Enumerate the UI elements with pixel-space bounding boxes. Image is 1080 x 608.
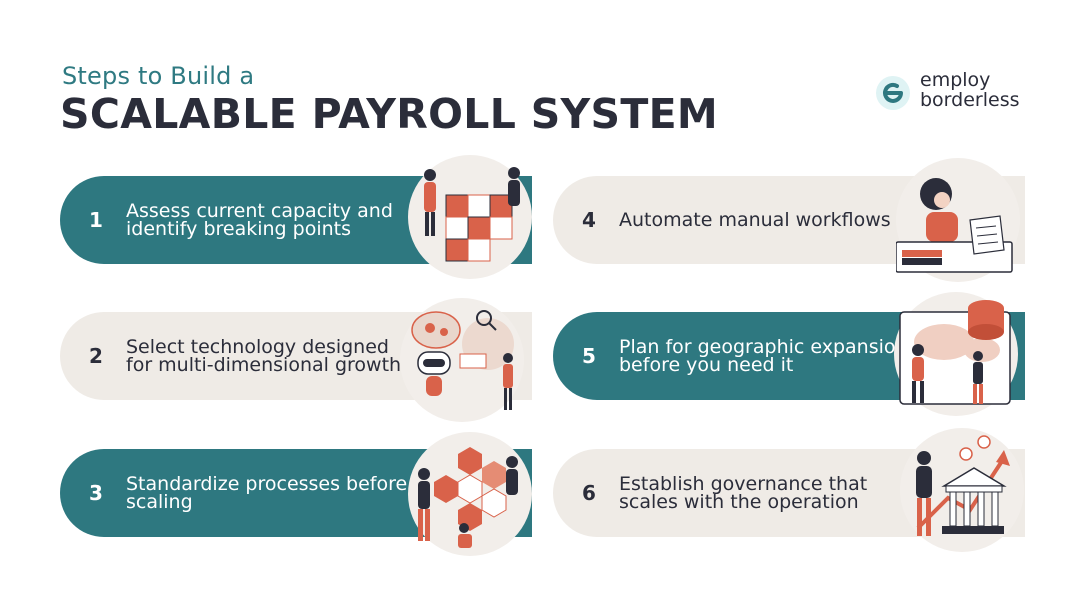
logo-line-1: employ [920, 69, 991, 91]
employ-borderless-logo-icon [876, 76, 910, 110]
robot-brain-illustration [400, 298, 524, 422]
woman-at-desk-illustration [896, 158, 1020, 282]
step-number: 4 [582, 208, 596, 232]
step-text: Automate manual workflows [619, 209, 891, 231]
step-text: Select technology designed for multi-dim… [126, 336, 402, 376]
hexagon-team-illustration [408, 432, 532, 556]
brand-logo: employ borderless [876, 70, 1046, 114]
cube-stacking-illustration [408, 155, 532, 279]
step-text: Standardize processes before scaling [126, 473, 408, 513]
step-number: 3 [89, 481, 103, 505]
step-text: Assess current capacity and identify bre… [126, 200, 393, 240]
step-number: 1 [89, 208, 103, 232]
logo-line-2: borderless [920, 89, 1020, 111]
map-presentation-illustration [894, 292, 1018, 416]
step-text: Plan for geographic expansion before you… [619, 336, 908, 376]
page-title: SCALABLE PAYROLL SYSTEM [60, 90, 719, 138]
header-subtitle: Steps to Build a [62, 62, 255, 90]
step-number: 6 [582, 481, 596, 505]
step-number: 2 [89, 344, 103, 368]
governance-building-illustration [900, 428, 1024, 552]
logo-text: employ borderless [920, 70, 1020, 110]
step-text: Establish governance that scales with th… [619, 473, 868, 513]
step-number: 5 [582, 344, 596, 368]
